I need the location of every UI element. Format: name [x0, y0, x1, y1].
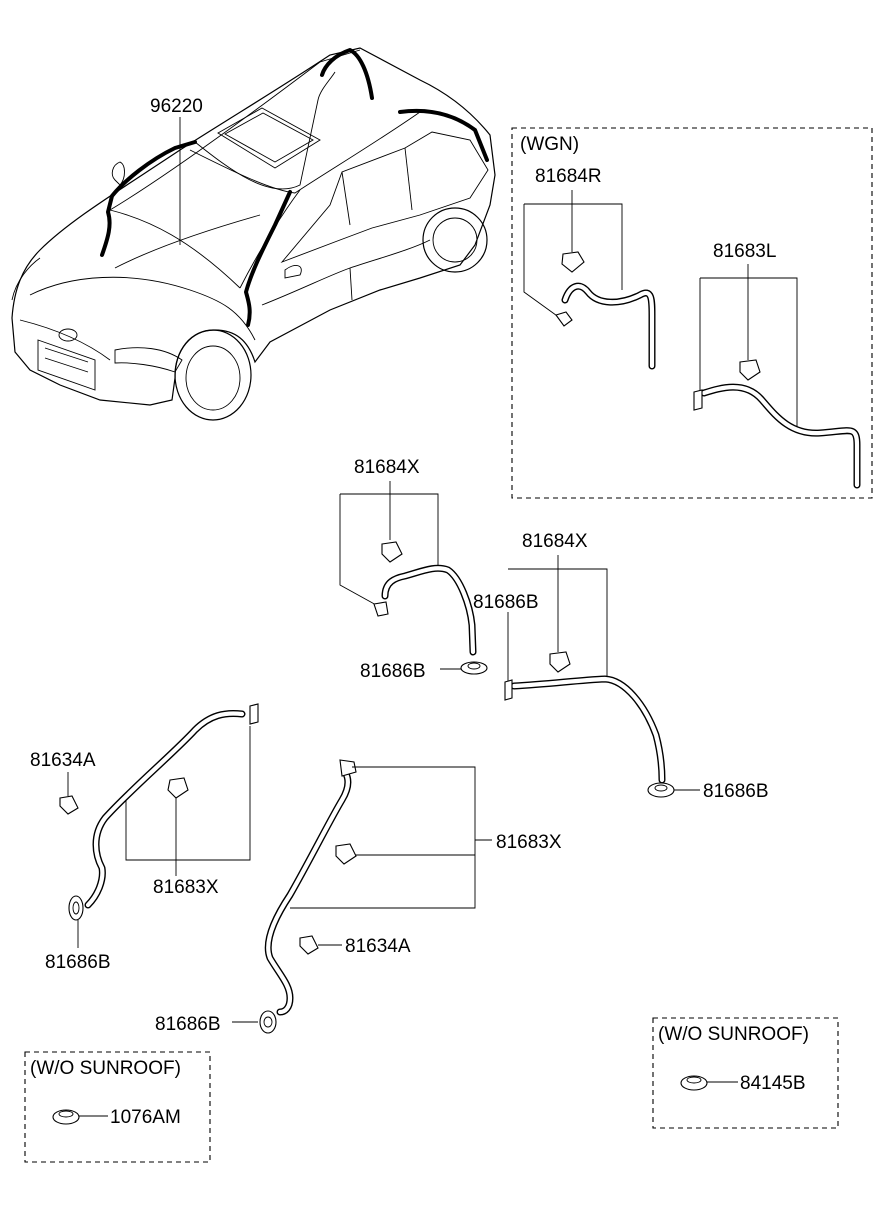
hose-81684R [561, 282, 656, 370]
hose-81684X-upper [381, 564, 477, 656]
label-81686B-upper-b: 81686B [473, 592, 539, 613]
clip-81634A-left [59, 795, 79, 815]
clamp-81683X-center [339, 759, 357, 777]
clamp-81684X-upper [373, 601, 389, 617]
hose-81683L [700, 383, 861, 489]
label-81683X-left: 81683X [153, 877, 219, 898]
wo-sunroof-left-title: (W/O SUNROOF) [30, 1058, 181, 1079]
grommet-81686B-center [259, 1010, 277, 1034]
clamp-81683X-left [249, 703, 259, 725]
clip-81684X-upper [381, 541, 403, 563]
clamp-81684R [555, 311, 573, 327]
wo-sunroof-left-box [24, 1051, 211, 1163]
label-81684X-middle: 81684X [522, 531, 588, 552]
label-81634A-center: 81634A [345, 936, 411, 957]
bracket-81684X-middle [508, 568, 608, 680]
label-96220: 96220 [150, 96, 203, 117]
wo-sunroof-right-title: (W/O SUNROOF) [658, 1024, 809, 1045]
label-81686B-center: 81686B [155, 1014, 221, 1035]
label-81686B-left: 81686B [45, 952, 111, 973]
label-84145B: 84145B [740, 1073, 806, 1094]
car-illustration [11, 47, 496, 421]
label-81683L: 81683L [713, 241, 776, 262]
label-1076AM: 1076AM [110, 1107, 181, 1128]
bracket-81684X-upper [340, 493, 439, 568]
clamp-81683L [693, 389, 703, 411]
wgn-group-box [511, 127, 873, 499]
label-81686B-upper-a: 81686B [360, 661, 426, 682]
label-81684R: 81684R [535, 166, 602, 187]
grommet-81686B-left [68, 895, 84, 921]
clip-81634A-center [299, 935, 319, 955]
bracket-81683L [700, 277, 798, 430]
bracket-81684R [524, 203, 623, 290]
wgn-group-title: (WGN) [520, 134, 579, 155]
clip-81684R [561, 251, 585, 273]
label-81683X-center: 81683X [496, 832, 562, 853]
label-81684X-upper: 81684X [354, 457, 420, 478]
clip-81684X-middle [549, 651, 571, 673]
hose-81683X-center [264, 768, 352, 1016]
grommet-81686B-upper-a [460, 661, 488, 675]
wo-sunroof-right-box [652, 1017, 839, 1129]
clip-81683X-left [167, 777, 189, 799]
hose-81684X-middle [510, 675, 666, 784]
clip-81683L [739, 359, 761, 381]
clip-81683X-center [335, 843, 357, 865]
label-81686B-right: 81686B [703, 781, 769, 802]
label-81634A-left: 81634A [30, 750, 96, 771]
hose-81683X-left [84, 709, 246, 909]
clamp-81684X-middle [504, 679, 513, 701]
